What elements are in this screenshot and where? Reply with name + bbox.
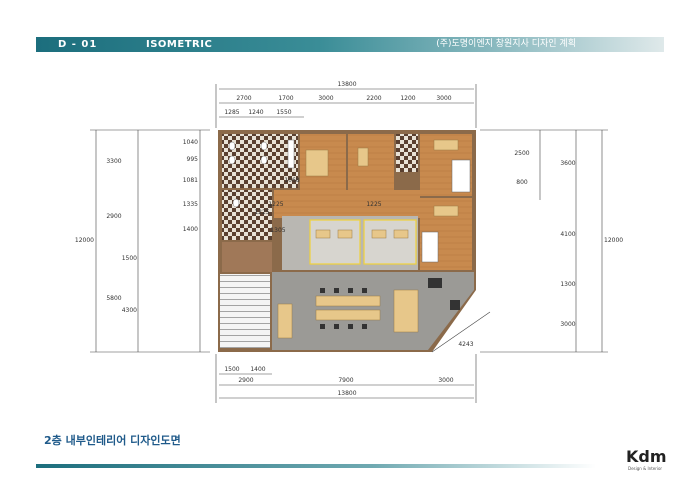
- dim-label-top-inner: 1240: [248, 109, 263, 116]
- dim-label-left-inner: 1040: [183, 139, 198, 146]
- dim-label-left: 2900: [106, 213, 121, 220]
- booth-2: [363, 219, 417, 265]
- dim-label-interior: 1068: [284, 177, 299, 184]
- dim-label-left-inner: 1400: [183, 226, 198, 233]
- kdm-logo-icon: Kdm: [626, 447, 667, 466]
- dim-label-right: 4100: [560, 231, 575, 238]
- dim-label-top: 2200: [366, 95, 381, 102]
- dim-label-top: 3000: [436, 95, 451, 102]
- project-title: (주)도명이엔지 창원지사 디자인 계획: [436, 39, 576, 49]
- pantry-floor: [396, 134, 418, 172]
- dim-label-total: 4243: [458, 341, 473, 348]
- dim-label-right: 1300: [560, 281, 575, 288]
- drawing-section: ISOMETRIC: [146, 39, 213, 50]
- sofas: [421, 159, 471, 263]
- dim-label-interior: 1225: [268, 201, 283, 208]
- dim-label-interior: 1225: [366, 201, 381, 208]
- dim-label-bottom: 3000: [438, 377, 453, 384]
- dim-label-left-inner: 1081: [183, 177, 198, 184]
- dim-label-bottom-inner: 1400: [250, 366, 265, 373]
- dim-label-total: 13800: [337, 81, 356, 88]
- drawing-code: D - 01: [58, 39, 98, 50]
- furniture-tables: [305, 139, 459, 217]
- dim-label-total: 12000: [604, 237, 623, 244]
- staircase: [220, 274, 270, 348]
- dim-label-interior: 1305: [270, 227, 285, 234]
- dim-label-bottom: 2900: [238, 377, 253, 384]
- dimension-labels: 13800 2700 1700 3000 2200 1200 3000 1285 124…: [75, 81, 623, 397]
- dim-label-top: 2700: [236, 95, 251, 102]
- restroom-floor-lower: [222, 190, 272, 240]
- dim-label-total: 12000: [75, 237, 94, 244]
- diagonal-dimension: [431, 311, 491, 353]
- dim-label-top-inner: 1285: [224, 109, 239, 116]
- dim-label-interior: 1225: [254, 209, 269, 216]
- dim-label-left-inner: 1335: [183, 201, 198, 208]
- dim-label-top: 1200: [400, 95, 415, 102]
- lobby: [222, 242, 272, 272]
- dim-label-total: 13800: [337, 390, 356, 397]
- dim-label-left-inner: 4300: [122, 307, 137, 314]
- toilet-fixtures: [228, 139, 295, 208]
- dim-label-bottom: 7900: [338, 377, 353, 384]
- dim-label-left-inner: 995: [187, 156, 199, 163]
- dim-label-top: 3000: [318, 95, 333, 102]
- dim-label-right-inner: 2500: [514, 150, 529, 157]
- corridor: [274, 190, 420, 218]
- dim-label-top: 1700: [278, 95, 293, 102]
- dimension-lines: [90, 84, 608, 403]
- office-chairs: [320, 278, 460, 329]
- dim-label-left-inner: 1500: [122, 255, 137, 262]
- dim-label-left: 3300: [106, 158, 121, 165]
- booth-desks: [315, 229, 409, 239]
- dim-label-right: 3000: [560, 321, 575, 328]
- booth-1: [309, 219, 361, 265]
- drawing-title: 2층 내부인테리어 디자인도면: [44, 434, 181, 447]
- svg-text:Kdm: Kdm: [626, 447, 667, 466]
- office-room-1: [348, 134, 394, 190]
- dim-label-bottom-inner: 1500: [224, 366, 239, 373]
- dim-label-left: 5800: [106, 295, 121, 302]
- logo-subtitle: Design & Interior: [628, 466, 663, 471]
- open-office-desks: [277, 289, 419, 339]
- footer-bar: [36, 464, 596, 468]
- dim-label-right-inner: 800: [516, 179, 528, 186]
- title-bar: D - 01 ISOMETRIC (주)도명이엔지 창원지사 디자인 계획: [36, 37, 664, 52]
- dim-label-top-inner: 1550: [276, 109, 291, 116]
- dim-label-right: 3600: [560, 160, 575, 167]
